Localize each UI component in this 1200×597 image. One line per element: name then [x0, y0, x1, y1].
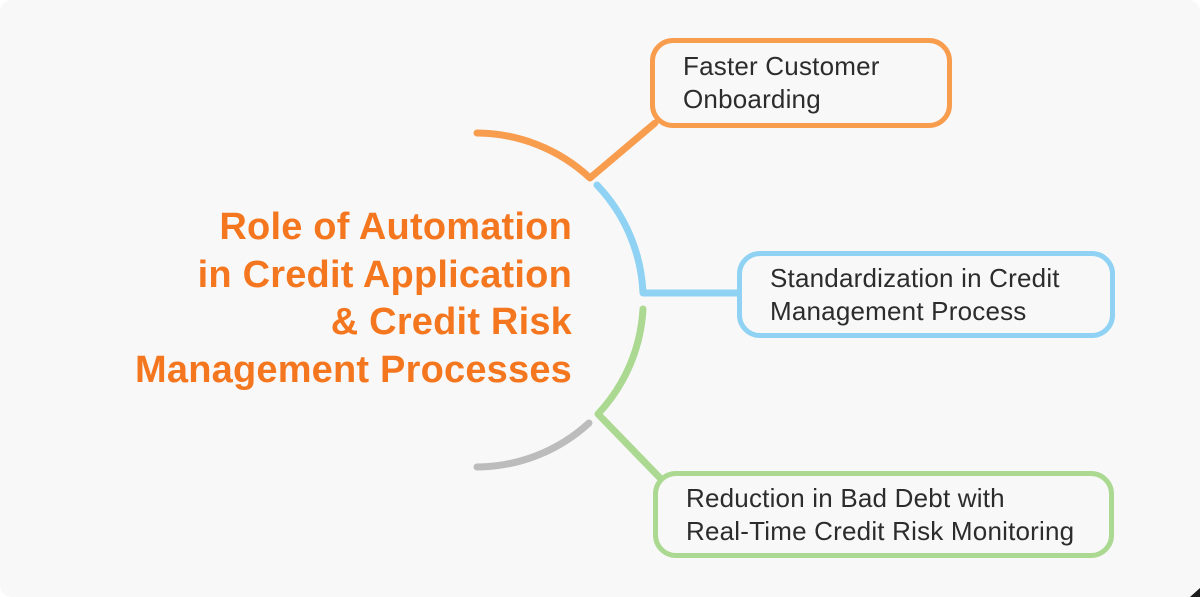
branch-curve-reduction	[594, 305, 665, 483]
node-label: Faster Customer Onboarding	[683, 51, 880, 114]
central-topic-title: Role of Automation in Credit Application…	[135, 206, 572, 391]
node-reduction-in-bad-debt: Reduction in Bad Debt with Real-Time Cre…	[653, 471, 1114, 558]
branch-curve-standardization	[593, 181, 752, 297]
node-standardization-in-credit-management: Standardization in Credit Management Pro…	[737, 251, 1115, 338]
node-faster-customer-onboarding: Faster Customer Onboarding	[650, 38, 952, 128]
branch-curve-onboarding	[473, 119, 659, 182]
node-label: Reduction in Bad Debt with Real-Time Cre…	[686, 482, 1075, 546]
corner-artifact	[1190, 588, 1200, 597]
node-label: Standardization in Credit Management Pro…	[770, 262, 1060, 326]
trunk-arc-segment	[473, 419, 593, 471]
